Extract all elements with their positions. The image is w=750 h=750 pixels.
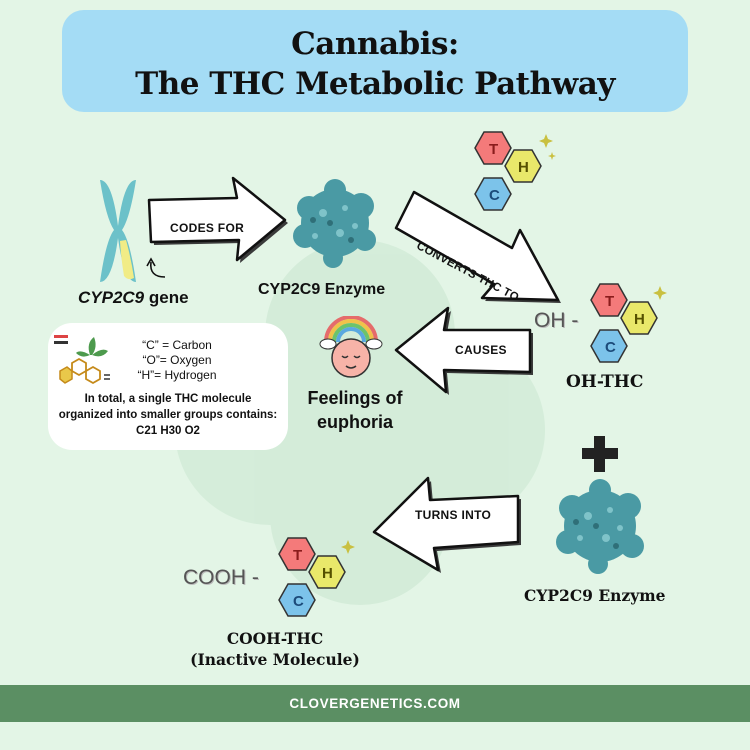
oh-thc-label: OH-THC	[566, 372, 644, 392]
thc-molecule-cooh-icon	[278, 537, 355, 617]
euphoria-line-1: Feelings of	[307, 388, 403, 408]
gene-label: CYP2C9 gene	[78, 288, 189, 308]
enzyme-top-label: CYP2C9 Enzyme	[258, 281, 386, 298]
info-card	[48, 323, 288, 450]
gene-name: CYP2C9	[78, 288, 145, 307]
gene-suffix: gene	[144, 288, 189, 307]
thc-oh-h: H	[634, 311, 645, 328]
converts-arrow-icon	[394, 190, 561, 303]
element-legend: “C” = Carbon “O”= Oxygen “H”= Hydrogen	[118, 338, 236, 383]
oh-prefix: OH -	[534, 309, 579, 332]
thc-cooh-t: T	[293, 547, 303, 564]
plus-icon	[582, 436, 618, 472]
thc-top-h: H	[518, 159, 529, 176]
enzyme-bottom-label: CYP2C9 Enzyme	[524, 586, 666, 605]
legend-oxygen: “O”= Oxygen	[142, 353, 212, 367]
title-banner: Cannabis: The THC Metabolic Pathway	[62, 10, 688, 112]
codes-for-arrow-icon	[147, 176, 288, 263]
title-line-2: The THC Metabolic Pathway	[135, 66, 615, 102]
cooh-line-2: (Inactive Molecule)	[190, 650, 360, 669]
molecule-summary: In total, a single THC molecule organize…	[48, 391, 288, 439]
thc-oh-t: T	[605, 293, 615, 310]
codes-for-label: CODES FOR	[170, 221, 245, 235]
turns-into-arrow-icon	[372, 476, 521, 573]
euphoria-label: Feelings of euphoria	[300, 386, 410, 434]
euphoria-face-icon	[319, 316, 383, 378]
euphoria-line-2: euphoria	[316, 412, 393, 432]
thc-molecule-oh-icon	[590, 283, 667, 363]
thc-cooh-h: H	[322, 565, 333, 582]
thc-molecule-top-icon	[474, 131, 556, 211]
footer-banner: CLOVERGENETICS.COM	[0, 685, 750, 722]
legend-carbon: “C” = Carbon	[142, 338, 212, 352]
molecule-plant-icon	[54, 335, 110, 385]
legend-hydrogen: “H”= Hydrogen	[137, 368, 217, 382]
footer-site-link[interactable]: CLOVERGENETICS.COM	[289, 696, 461, 711]
causes-arrow-icon	[394, 306, 533, 395]
turns-into-label: TURNS INTO	[415, 508, 492, 522]
cooh-prefix: COOH -	[183, 566, 259, 589]
pointer-curve-icon	[146, 257, 166, 278]
thc-cooh-c: C	[293, 593, 304, 610]
enzyme-top-icon	[293, 179, 376, 268]
thc-top-t: T	[489, 141, 499, 158]
thc-oh-c: C	[605, 339, 616, 356]
summary-line-1: In total, a single THC molecule	[84, 393, 252, 405]
chromosome-icon	[100, 180, 136, 282]
cooh-thc-label: COOH-THC (Inactive Molecule)	[185, 628, 365, 670]
thc-top-c: C	[489, 187, 500, 204]
summary-formula: C21 H30 O2	[136, 425, 200, 437]
enzyme-bottom-icon	[556, 479, 644, 574]
summary-line-2: organized into smaller groups contains:	[58, 409, 278, 421]
cooh-line-1: COOH-THC	[226, 629, 324, 648]
causes-label: CAUSES	[455, 343, 507, 357]
title-line-1: Cannabis:	[291, 26, 459, 62]
